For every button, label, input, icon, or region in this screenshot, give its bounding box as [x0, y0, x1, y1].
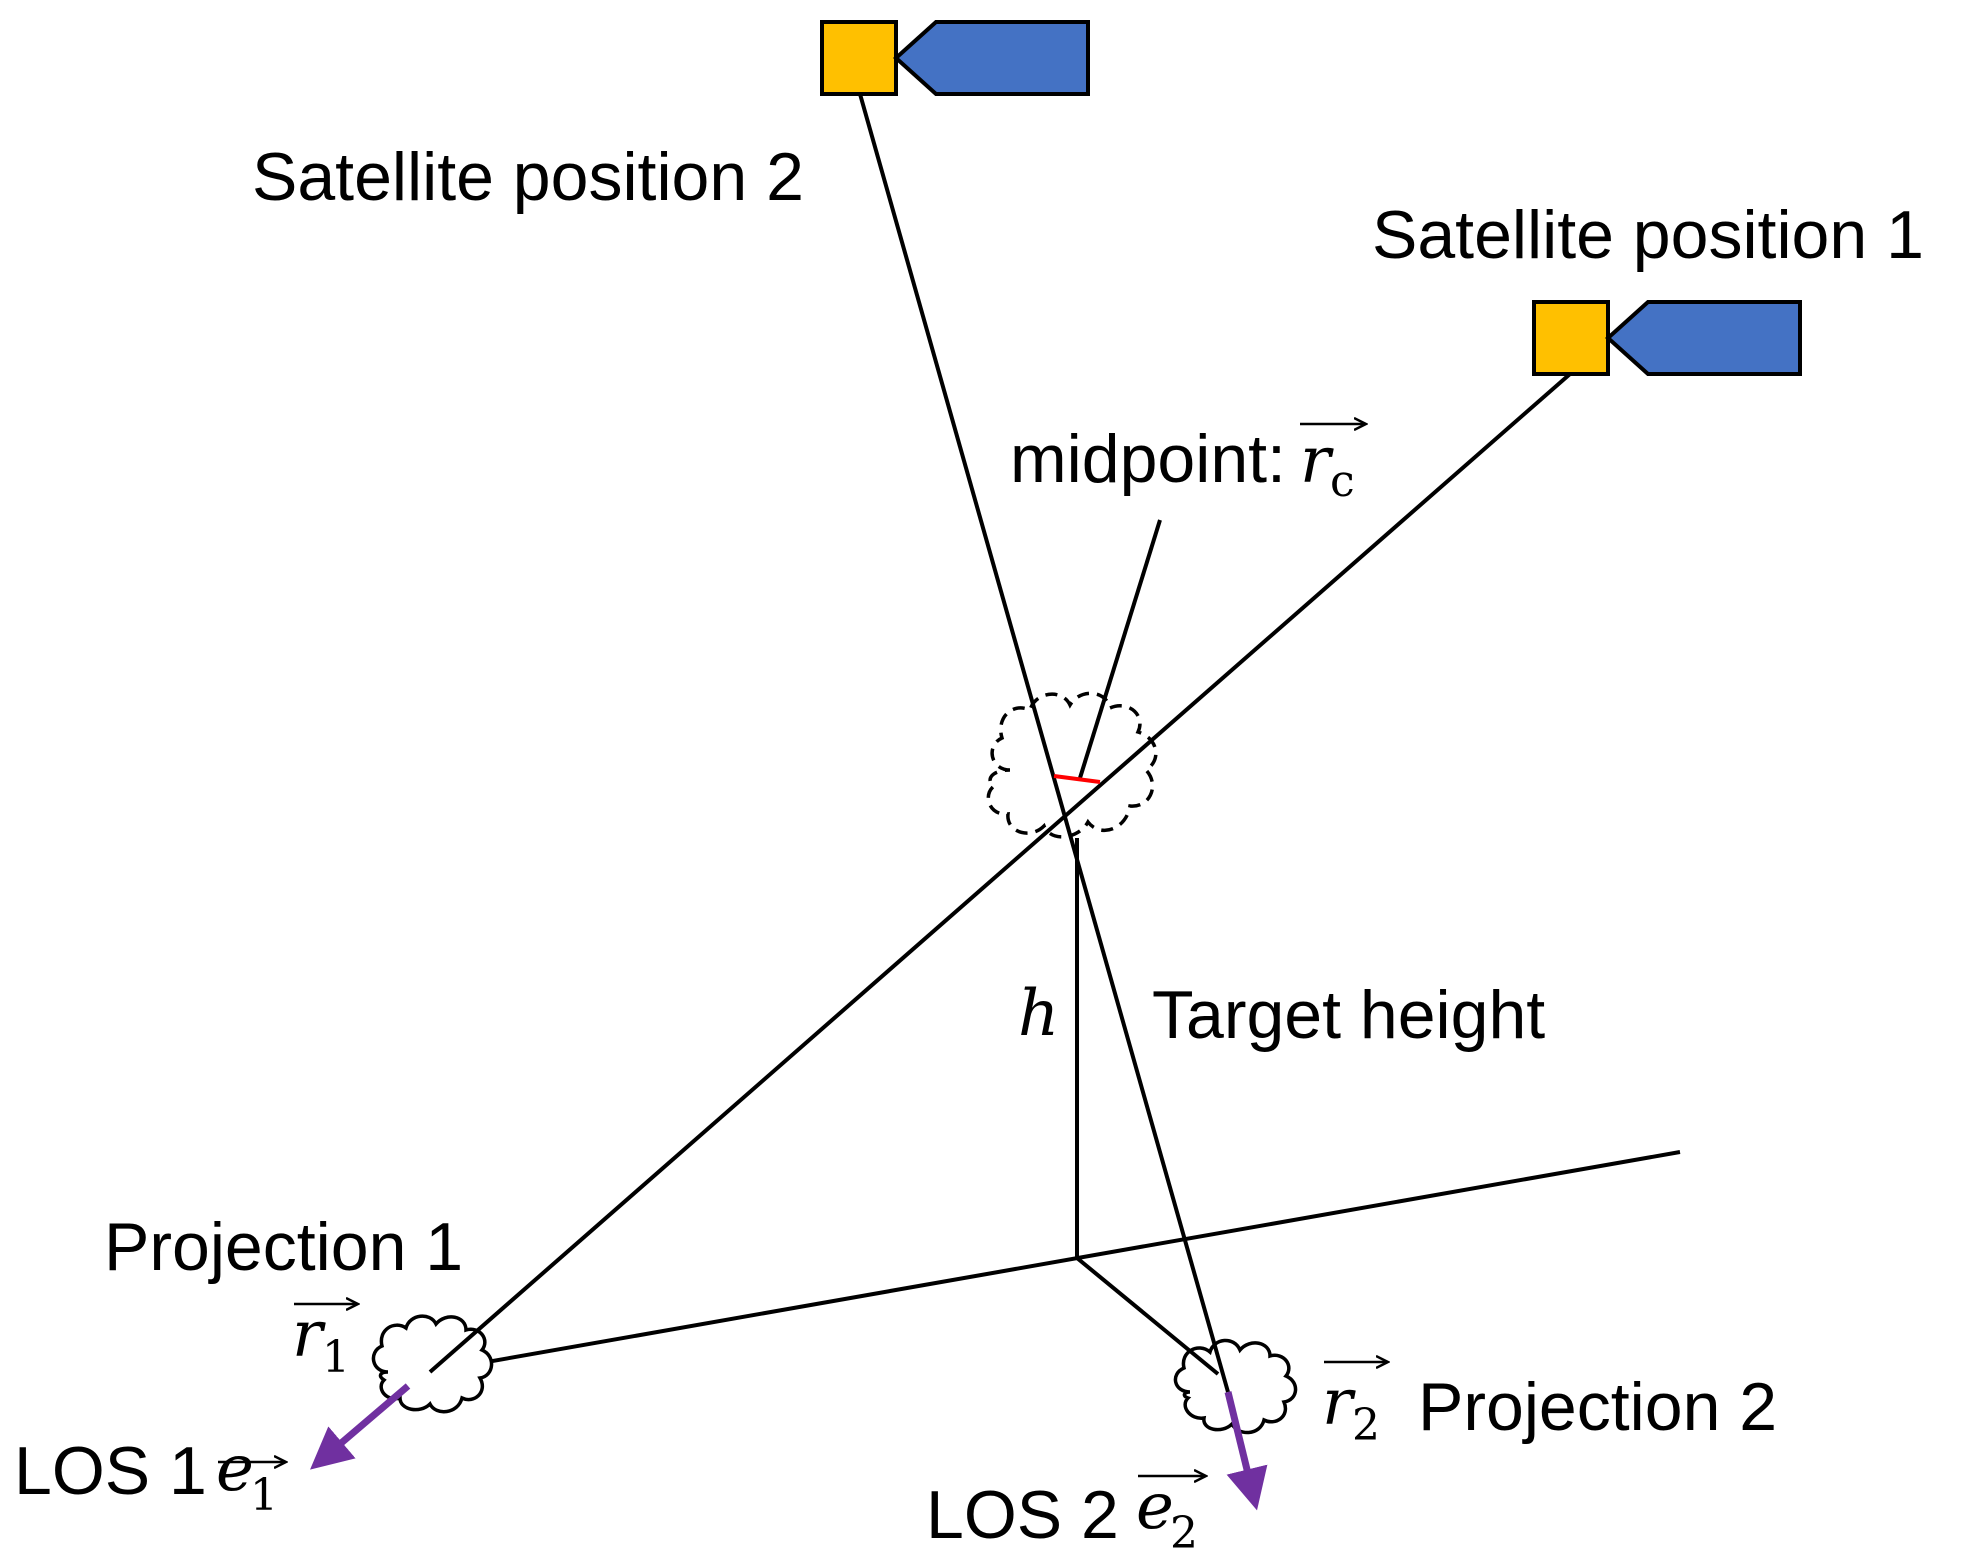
satellite-2-panel — [893, 20, 1090, 96]
los-1-arrow — [310, 1383, 411, 1470]
target-height-label: Target height — [1152, 977, 1545, 1053]
midpoint-vector-symbol: r — [1300, 424, 1334, 498]
projection-2-label: Projection 2 — [1418, 1369, 1777, 1445]
satellite-position-1-label: Satellite position 1 — [1372, 197, 1924, 273]
line-of-sight-1 — [428, 372, 1572, 1374]
r2-vector: r 2 — [1322, 1362, 1388, 1451]
r1-vector-symbol: r — [292, 1298, 326, 1372]
los-2-label: LOS 2 — [926, 1477, 1119, 1553]
satellite-2-body — [820, 20, 898, 96]
midpoint-vector: r c — [1300, 424, 1366, 507]
e1-vector-subscript: 1 — [250, 1470, 278, 1521]
e2-vector-subscript: 2 — [1170, 1508, 1198, 1559]
r2-vector-symbol: r — [1322, 1366, 1356, 1440]
satellite-2-icon — [820, 20, 1090, 96]
midpoint-leader-line — [1078, 519, 1162, 779]
satellite-1-body — [1532, 300, 1610, 376]
satellite-1-icon — [1532, 300, 1802, 376]
height-symbol: h — [1018, 977, 1059, 1051]
midpoint-label: midpoint: — [1010, 421, 1286, 497]
e1-vector-symbol: e — [216, 1432, 254, 1506]
midpoint-vector-subscript: c — [1330, 456, 1355, 507]
projection-1-label: Projection 1 — [104, 1209, 463, 1285]
satellite-position-2-label: Satellite position 2 — [252, 139, 804, 215]
e1-vector: e 1 — [216, 1432, 286, 1521]
line-of-sight-2 — [858, 93, 1230, 1393]
e2-vector-symbol: e — [1136, 1470, 1174, 1544]
ground-line — [429, 1150, 1681, 1374]
closest-approach-segment — [1053, 774, 1101, 784]
los-2-arrow — [1224, 1391, 1268, 1511]
foot-to-projection-2-line — [1075, 1256, 1220, 1376]
r1-vector: r 1 — [292, 1298, 358, 1383]
r2-vector-subscript: 2 — [1352, 1400, 1380, 1451]
r1-vector-subscript: 1 — [322, 1332, 350, 1383]
e2-vector: e 2 — [1136, 1470, 1206, 1559]
target-cloud-icon — [986, 691, 1158, 839]
satellite-1-panel — [1605, 300, 1802, 376]
los-1-label: LOS 1 — [14, 1433, 207, 1509]
